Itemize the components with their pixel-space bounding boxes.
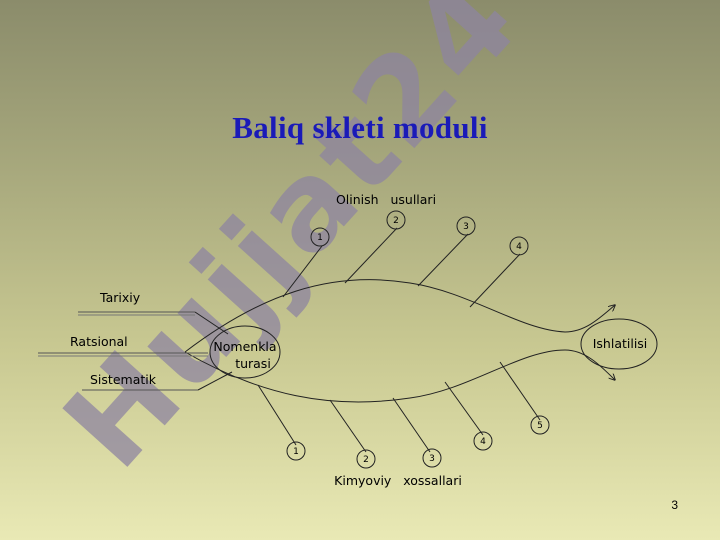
tail-label: Ishlatilisi [593,336,648,351]
bottom-category-label: Kimyoviy xossallari [334,473,462,488]
bottom-bone-5 [499,361,541,421]
left-item-ratsional: Ratsional [70,334,128,349]
top-number-3: 3 [463,222,469,232]
bottom-number-circle-4 [473,431,493,451]
bottom-number-circle-5 [530,415,550,435]
bottom-number-5: 5 [537,421,543,431]
top-number-2: 2 [393,216,399,226]
bottom-number-circle-2 [356,449,376,469]
bottom-bone-4 [444,381,484,436]
top-number-circle-3 [456,216,476,236]
bottom-bone-2 [329,399,367,453]
bottom-bone-1 [257,384,297,446]
top-number-circle-1 [310,227,330,247]
left-item-sistematik: Sistematik [90,372,157,387]
bottom-number-1: 1 [293,447,299,457]
top-number-circle-2 [386,210,406,230]
page-number: 3 [671,498,678,512]
bottom-number-3: 3 [429,454,435,464]
top-bone-3 [417,233,469,287]
top-number-1: 1 [317,233,323,243]
top-bone-1 [282,245,323,298]
bottom-bone-3 [392,397,431,453]
top-bone-4 [469,253,521,308]
left-item-tarixiy: Tarixiy [99,290,141,305]
bottom-number-circle-1 [286,441,306,461]
slide-title: Baliq skleti moduli [232,110,488,145]
head-ellipse [209,325,281,379]
top-category-label: Olinish usullari [336,192,436,207]
bottom-number-2: 2 [363,455,369,465]
fish-body-lower [184,349,615,403]
bottom-number-circle-3 [422,448,442,468]
head-label-line2: turasi [235,356,271,371]
fish-body-upper [184,279,615,353]
connector-sistematik [197,371,233,391]
head-label-line1: Nomenkla [213,339,276,354]
top-bone-2 [344,227,398,284]
connector-tarixiy [194,311,229,335]
top-number-4: 4 [516,242,522,252]
bottom-number-4: 4 [480,437,486,447]
tail-ellipse [580,318,658,370]
top-number-circle-4 [509,236,529,256]
